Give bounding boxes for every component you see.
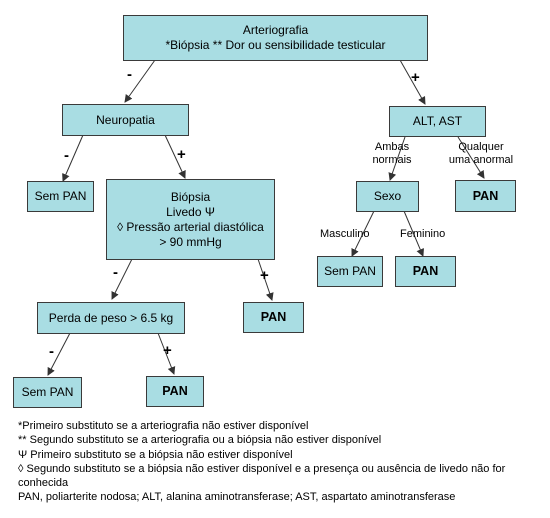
edge-perda-pan xyxy=(157,332,176,375)
label-ambas-normais-line2: normais xyxy=(372,154,412,166)
node-sem-pan-2-label: Sem PAN xyxy=(21,385,74,399)
node-arteriografia: Arteriografia *Biópsia ** Dor ou sensibi… xyxy=(123,15,428,61)
node-neuropatia: Neuropatia xyxy=(62,104,189,136)
footnote-3: Ψ Primeiro substituto se a biópsia não e… xyxy=(18,448,293,461)
edge-sign-perda-neg: - xyxy=(49,343,54,360)
edge-sign-root-pos: + xyxy=(411,69,420,86)
edge-biopsia-perda xyxy=(111,258,133,300)
node-arteriografia-line1: Arteriografia xyxy=(242,23,309,37)
footnote-2: ** Segundo substituto se a arteriografia… xyxy=(18,434,382,447)
node-sexo-label: Sexo xyxy=(373,189,402,203)
node-biopsia-line1: Biópsia xyxy=(170,189,211,204)
label-qualquer-anormal-line2: uma anormal xyxy=(448,154,514,166)
edge-altast-pan xyxy=(457,136,485,179)
node-sem-pan-1: Sem PAN xyxy=(27,181,94,212)
footnote-5: PAN, poliarterite nodosa; ALT, alanina a… xyxy=(18,491,456,504)
edge-neuro-sempan xyxy=(62,134,84,182)
label-ambas-normais-line1: Ambas xyxy=(374,141,410,153)
label-qualquer-anormal: Qualquer uma anormal xyxy=(438,141,524,167)
node-sexo: Sexo xyxy=(356,181,419,212)
node-pan-4-label: PAN xyxy=(472,188,499,203)
edge-sign-biopsia-neg: - xyxy=(113,264,118,281)
node-pan-2-label: PAN xyxy=(260,310,287,324)
node-sem-pan-3: Sem PAN xyxy=(317,256,383,287)
node-biopsia-line3: ◊ Pressão arterial diastólica xyxy=(117,219,264,234)
node-pan-3-label: PAN xyxy=(412,264,439,278)
node-biopsia: Biópsia Livedo Ψ ◊ Pressão arterial dias… xyxy=(106,179,275,260)
node-pan-3: PAN xyxy=(395,256,456,287)
footnotes: *Primeiro substituto se a arteriografia … xyxy=(18,419,543,505)
label-masculino: Masculino xyxy=(320,228,370,240)
node-sem-pan-2: Sem PAN xyxy=(13,377,82,408)
node-pan-2: PAN xyxy=(243,302,304,333)
node-sem-pan-3-label: Sem PAN xyxy=(324,264,376,278)
edge-neuro-biopsia xyxy=(164,134,186,179)
edge-perda-sempan xyxy=(47,332,71,376)
edge-sexo-sempan xyxy=(351,210,375,257)
node-pan-1: PAN xyxy=(146,376,204,407)
label-qualquer-anormal-line1: Qualquer xyxy=(458,141,504,153)
node-perda-de-peso-label: Perda de peso > 6.5 kg xyxy=(48,310,174,325)
node-biopsia-line4: > 90 mmHg xyxy=(159,234,222,249)
edge-sign-biopsia-pos: + xyxy=(260,267,269,284)
edge-sign-perda-pos: + xyxy=(163,342,172,359)
edge-sign-neuro-pos: + xyxy=(177,146,186,163)
label-ambas-normais: Ambas normais xyxy=(360,141,424,167)
node-sem-pan-1-label: Sem PAN xyxy=(34,189,87,203)
node-pan-1-label: PAN xyxy=(162,384,188,398)
edge-sign-neuro-neg: - xyxy=(64,147,69,164)
node-perda-de-peso: Perda de peso > 6.5 kg xyxy=(37,302,185,334)
node-pan-4: PAN xyxy=(455,180,516,212)
edge-altast-sexo xyxy=(388,136,406,181)
node-neuropatia-label: Neuropatia xyxy=(96,112,155,127)
footnote-1: *Primeiro substituto se a arteriografia … xyxy=(18,420,309,432)
edge-biopsia-pan xyxy=(257,258,274,301)
edge-sexo-pan xyxy=(403,210,424,257)
node-alt-ast-label: ALT, AST xyxy=(412,114,463,128)
node-biopsia-line2: Livedo Ψ xyxy=(166,204,215,219)
node-alt-ast: ALT, AST xyxy=(389,106,486,137)
edge-sign-root-neg: - xyxy=(127,66,132,83)
node-arteriografia-line2: *Biópsia ** Dor ou sensibilidade testicu… xyxy=(165,38,386,52)
edge-root-neuropatia xyxy=(124,59,156,103)
footnote-4: ◊ Segundo substituto se a biópsia não es… xyxy=(18,462,506,490)
label-feminino: Feminino xyxy=(400,228,446,240)
edge-root-altast xyxy=(399,59,426,105)
